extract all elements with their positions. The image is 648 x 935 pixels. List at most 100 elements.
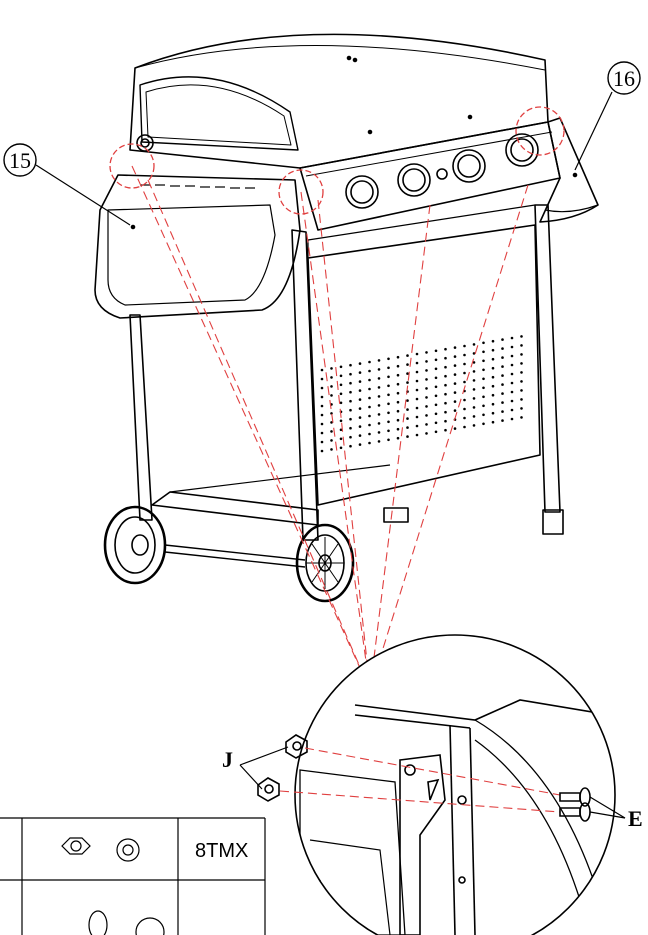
perforation-hole [520, 407, 523, 410]
perforation-hole [387, 384, 390, 388]
perforation-hole [425, 351, 428, 354]
perforation-hole [368, 387, 371, 391]
perforation-hole [396, 355, 400, 359]
perforation-hole [463, 344, 466, 348]
perforation-hole [425, 387, 428, 390]
perforation-hole [453, 355, 457, 358]
perforation-hole [320, 422, 324, 426]
perforation-hole [510, 390, 514, 394]
lid-window [139, 76, 299, 151]
perforation-hole [463, 425, 466, 429]
perforation-hole [349, 417, 352, 421]
perforation-hole [434, 430, 438, 434]
shelf-slots [140, 184, 255, 189]
perforation-hole [453, 346, 457, 349]
leader-lines [239, 746, 626, 819]
perforation-hole [453, 382, 457, 385]
perforation-hole [358, 407, 362, 410]
knob-icon [345, 175, 379, 209]
perforation-hole [349, 381, 352, 385]
detail-view [239, 634, 626, 935]
perforation-hole [396, 400, 400, 404]
table-code-8TMX: 8TMX [195, 840, 248, 862]
wheel-left [103, 505, 167, 585]
perforation-hole [510, 399, 514, 403]
nut-J-bottom [257, 777, 280, 802]
grill-lid [129, 33, 549, 169]
perforation-hole [377, 368, 381, 371]
mounting-bracket [399, 754, 446, 935]
perforation-hole [501, 374, 504, 377]
perforation-hole [520, 371, 523, 374]
bottom-shelf [151, 491, 319, 526]
perforation-hole [510, 372, 514, 376]
perforation-hole [491, 375, 495, 379]
perforation-hole [349, 444, 352, 448]
perforation-hole [491, 420, 495, 424]
perforation-hole [320, 395, 324, 399]
leg-back-left [129, 314, 153, 521]
perforation-hole [320, 431, 324, 435]
perforation-hole [358, 434, 362, 437]
perforation-hole [501, 419, 504, 422]
perforation-hole [444, 428, 447, 432]
perforation-hole [368, 423, 371, 427]
washer-icon [116, 838, 140, 862]
perforation-hole [330, 376, 333, 379]
perforation-hole [472, 424, 476, 427]
perforation-hole [368, 378, 371, 382]
perforation-hole [472, 379, 476, 382]
perforation-hole [415, 415, 419, 419]
perforation-hole [406, 408, 409, 411]
perforation-hole [415, 388, 419, 392]
perforation-hole [349, 372, 352, 376]
perforation-hole [463, 371, 466, 375]
perforation-hole [491, 366, 495, 370]
perforation-hole [491, 384, 495, 388]
perforation-hole [358, 416, 362, 419]
perforation-hole [463, 416, 466, 420]
perforation-hole [396, 418, 400, 422]
perforation-hole [463, 407, 466, 411]
igniter-icon [436, 168, 448, 180]
screw-head-icon [135, 917, 165, 935]
perforation-hole [396, 391, 400, 395]
perforation-hole [339, 401, 343, 405]
perforation-hole [339, 374, 343, 378]
perforation-hole [425, 396, 428, 399]
perforation-hole [358, 371, 362, 374]
perforation-hole [406, 372, 409, 375]
perforation-hole [320, 404, 324, 408]
highlight-circles [109, 106, 565, 215]
perforation-hole [368, 369, 371, 373]
perforation-hole [358, 389, 362, 392]
perforation-hole [320, 377, 324, 381]
perforation-hole [349, 426, 352, 430]
perforation-hole [482, 422, 485, 426]
perforation-hole [510, 345, 514, 349]
perforation-hole [444, 383, 447, 387]
perforation-hole [330, 439, 333, 442]
perforation-hole [453, 409, 457, 412]
perforation-hole [472, 388, 476, 391]
perforation-hole [339, 392, 343, 396]
perforation-hole [444, 419, 447, 423]
perforation-hole [387, 420, 390, 424]
perforation-hole [482, 350, 485, 354]
perforation-hole [444, 356, 447, 360]
perforation-hole [358, 425, 362, 428]
perforation-hole [453, 373, 457, 376]
perforation-hole [387, 357, 390, 361]
perforation-hole [472, 415, 476, 418]
perforation-hole [444, 401, 447, 405]
perforation-hole [434, 385, 438, 389]
perforation-hole [349, 408, 352, 412]
perforation-hole [510, 363, 514, 367]
perforation-hole [339, 446, 343, 450]
highlight-left-shelf-mount [109, 143, 155, 189]
perforation-hole [453, 400, 457, 403]
perforation-hole [377, 404, 381, 407]
perforation-hole [444, 410, 447, 414]
perforation-hole [463, 380, 466, 384]
